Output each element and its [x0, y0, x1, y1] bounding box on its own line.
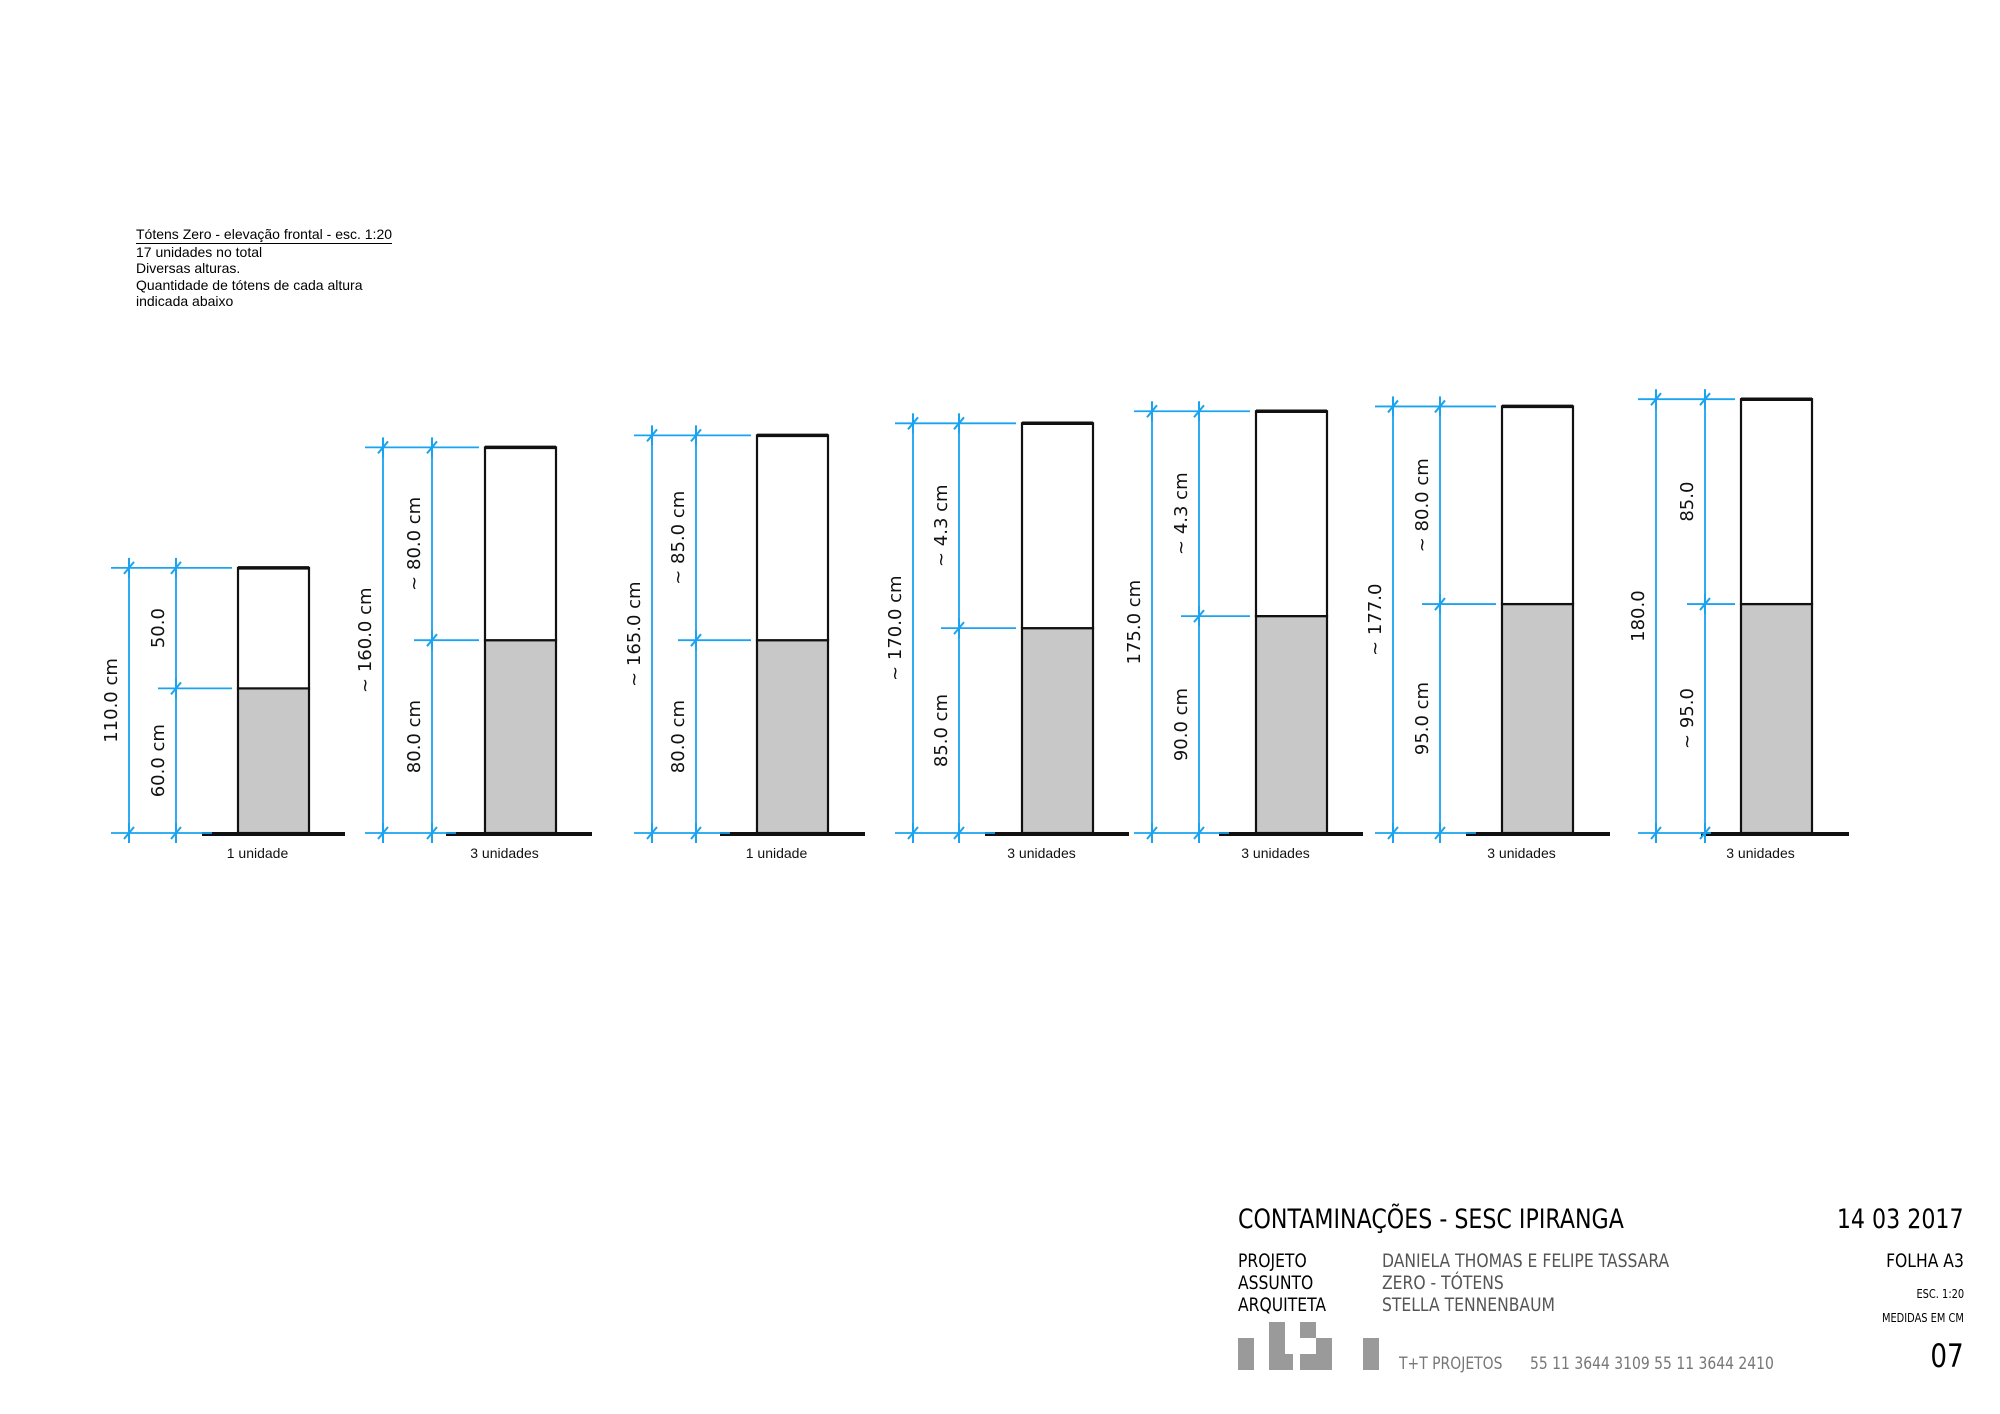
- quantity-label: 1 unidade: [227, 845, 289, 861]
- totem-upper-section: [755, 434, 830, 642]
- value-arquiteta: STELLA TENNENBAUM: [1382, 1294, 1555, 1316]
- sheet-number: 07: [1930, 1337, 1964, 1375]
- drawing-notes: Tótens Zero - elevação frontal - esc. 1:…: [136, 226, 393, 310]
- quantity-label: 3 unidades: [1241, 845, 1310, 861]
- upper-height-label: ~ 4.3 cm: [1171, 472, 1192, 555]
- sheet-format: FOLHA A3: [1886, 1250, 1964, 1272]
- total-height-label: ~ 165.0 cm: [624, 581, 645, 687]
- project-title: CONTAMINAÇÕES - SESC IPIRANGA: [1238, 1204, 1624, 1235]
- totem-7: 180.0 85.0 ~ 95.0 3 unidades: [1628, 389, 1849, 861]
- total-height-label: ~ 160.0 cm: [355, 587, 376, 693]
- total-height-label: ~ 170.0 cm: [885, 575, 906, 681]
- upper-height-label: ~ 80.0 cm: [1412, 458, 1433, 552]
- total-height-label: 110.0 cm: [101, 658, 122, 743]
- totem-4: ~ 170.0 cm ~ 4.3 cm 85.0 cm 3 unidades: [885, 413, 1129, 861]
- lower-height-label: 90.0 cm: [1171, 688, 1192, 761]
- total-height-label: 175.0 cm: [1124, 580, 1145, 665]
- notes-line: Diversas alturas.: [136, 260, 241, 276]
- totem-lower-section: [1500, 602, 1575, 835]
- totem-lower-section: [236, 687, 311, 835]
- quantity-label: 3 unidades: [1487, 845, 1556, 861]
- totem-lower-section: [1254, 614, 1329, 835]
- totem-2: ~ 160.0 cm ~ 80.0 cm 80.0 cm 3 unidades: [355, 437, 592, 861]
- notes-line: 17 unidades no total: [136, 243, 263, 260]
- notes-heading: Tótens Zero - elevação frontal - esc. 1:…: [136, 226, 393, 244]
- total-height-label: ~ 177.0: [1365, 584, 1386, 656]
- total-height-label: 180.0: [1628, 590, 1649, 642]
- lower-height-label: 80.0 cm: [404, 700, 425, 773]
- scale: ESC. 1:20: [1916, 1287, 1964, 1301]
- quantity-label: 1 unidade: [746, 845, 808, 861]
- totem-upper-section: [483, 446, 558, 642]
- lower-height-label: 60.0 cm: [148, 724, 169, 797]
- company-phones: 55 11 3644 3109 55 11 3644 2410: [1530, 1354, 1774, 1374]
- label-assunto: ASSUNTO: [1238, 1272, 1314, 1294]
- quantity-label: 3 unidades: [1007, 845, 1076, 861]
- units-note: MEDIDAS EM CM: [1882, 1311, 1964, 1325]
- quantity-label: 3 unidades: [470, 845, 539, 861]
- totem-lower-section: [483, 639, 558, 835]
- totem-upper-section: [236, 566, 311, 690]
- date: 14 03 2017: [1837, 1204, 1964, 1235]
- company-name: T+T PROJETOS: [1399, 1354, 1503, 1374]
- totem-1: 110.0 cm 50.0 60.0 cm 1 unidade: [101, 557, 345, 861]
- totem-6: ~ 177.0 ~ 80.0 cm 95.0 cm 3 unidades: [1365, 396, 1610, 861]
- totem-upper-section: [1500, 405, 1575, 606]
- lower-height-label: 80.0 cm: [668, 700, 689, 773]
- totem-5: 175.0 cm ~ 4.3 cm 90.0 cm 3 unidades: [1124, 401, 1363, 861]
- lower-height-label: 95.0 cm: [1412, 682, 1433, 755]
- totem-upper-section: [1254, 410, 1329, 618]
- label-arquiteta: ARQUITETA: [1238, 1294, 1327, 1316]
- upper-height-label: 85.0: [1677, 482, 1698, 522]
- totem-3: ~ 165.0 cm ~ 85.0 cm 80.0 cm 1 unidade: [624, 425, 865, 861]
- value-projeto: DANIELA THOMAS E FELIPE TASSARA: [1382, 1250, 1670, 1272]
- notes-line: Quantidade de tótens de cada altura: [136, 276, 363, 293]
- totem-lower-section: [755, 639, 830, 835]
- totem-lower-section: [1739, 602, 1814, 835]
- totem-lower-section: [1020, 627, 1095, 835]
- lower-height-label: 85.0 cm: [931, 694, 952, 767]
- upper-height-label: 50.0: [148, 608, 169, 648]
- upper-height-label: ~ 80.0 cm: [404, 497, 425, 591]
- notes-line: indicada abaixo: [136, 293, 234, 309]
- totem-upper-section: [1739, 398, 1814, 606]
- quantity-label: 3 unidades: [1726, 845, 1795, 861]
- label-projeto: PROJETO: [1238, 1250, 1307, 1272]
- lower-height-label: ~ 95.0: [1677, 688, 1698, 749]
- upper-height-label: ~ 85.0 cm: [668, 491, 689, 585]
- value-assunto: ZERO - TÓTENS: [1382, 1272, 1504, 1294]
- totem-upper-section: [1020, 422, 1095, 630]
- company-logo: [1238, 1322, 1379, 1370]
- upper-height-label: ~ 4.3 cm: [931, 484, 952, 567]
